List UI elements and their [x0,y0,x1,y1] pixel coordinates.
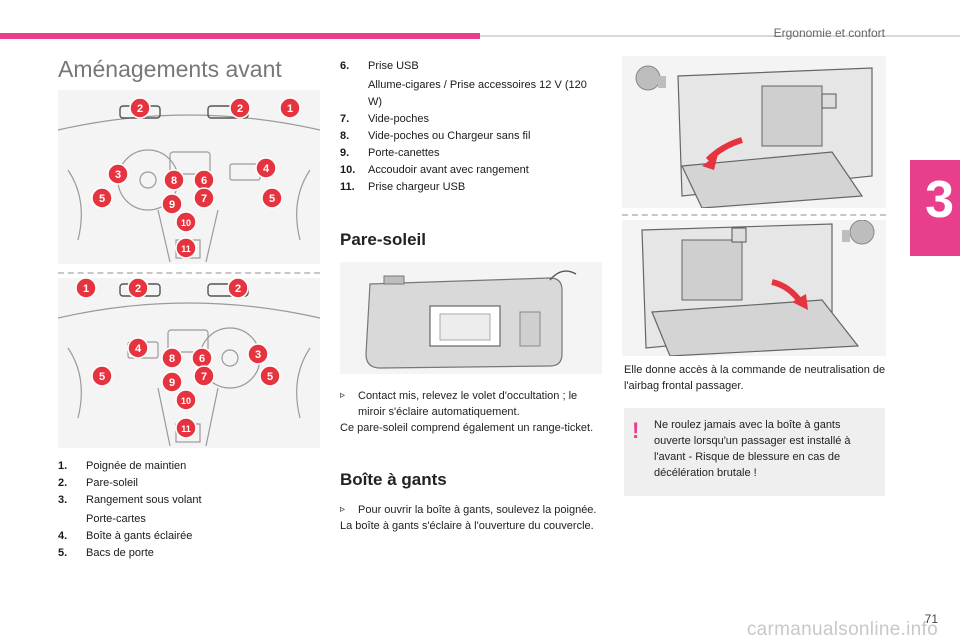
boite-gants-text: ▹Pour ouvrir la boîte à gants, soulevez … [340,502,602,534]
dashboard-lhd-figure: 2 2 1 3 4 5 5 8 6 7 9 10 11 [58,90,320,264]
header-accent-bar [0,33,480,39]
rhd-marker: 8 [161,347,183,369]
svg-text:1: 1 [83,283,89,295]
figure-separator [622,214,886,216]
lhd-marker: 11 [175,237,197,259]
svg-text:5: 5 [99,371,105,383]
page-title: Aménagements avant [58,56,282,82]
legend-item: 11.Prise chargeur USB [340,181,466,193]
rhd-marker: 6 [191,347,213,369]
boite-gants-bullet: ▹Pour ouvrir la boîte à gants, soulevez … [340,504,597,516]
header-rule [480,35,960,37]
svg-text:7: 7 [201,193,207,205]
glovebox-figure-1 [622,56,886,208]
svg-text:7: 7 [201,371,207,383]
rhd-marker: 2 [127,278,149,299]
legend-item: 5.Bacs de porte [58,547,154,559]
svg-text:2: 2 [237,103,243,115]
svg-text:6: 6 [201,175,207,187]
legend-item: 3.Rangement sous volant [58,494,202,506]
svg-text:2: 2 [235,283,241,295]
legend-item: 10.Accoudoir avant avec rangement [340,164,529,176]
svg-text:2: 2 [135,283,141,295]
lhd-marker: 7 [193,187,215,209]
watermark: carmanualsonline.info [746,619,938,640]
airbag-text: Elle donne accès à la commande de neutra… [624,364,886,392]
svg-text:1: 1 [287,103,293,115]
figure-separator [58,272,320,274]
svg-text:9: 9 [169,199,175,211]
svg-text:5: 5 [99,193,105,205]
svg-text:10: 10 [181,218,191,228]
legend-item: 6.Prise USB [340,60,419,72]
sun-visor-illustration [365,270,577,369]
svg-text:10: 10 [181,396,191,406]
lhd-marker: 2 [229,97,251,119]
lhd-marker: 6 [193,169,215,191]
rhd-marker: 4 [127,337,149,359]
legend-item: 8.Vide-poches ou Chargeur sans fil [340,130,531,142]
lhd-marker: 5 [261,187,283,209]
lhd-marker: 8 [163,169,185,191]
rhd-marker: 10 [175,389,197,411]
warning-icon: ! [632,418,640,443]
svg-text:6: 6 [199,353,205,365]
glovebox-lhd-illustration [635,65,873,208]
warning-box: ! Ne roulez jamais avec la boîte à gants… [624,408,885,496]
dashboard-rhd-figure: 1 2 2 4 8 6 3 5 7 5 9 10 11 [58,278,320,448]
sun-visor-figure [340,262,602,374]
rhd-marker: 2 [227,278,249,299]
section-title: Ergonomie et confort [773,26,885,40]
lhd-marker: 9 [161,193,183,215]
lhd-marker: 10 [175,211,197,233]
rhd-marker: 9 [161,371,183,393]
legend-item: 9.Porte-canettes [340,147,440,159]
legend-subitem: Allume-cigares / Prise accessoires 12 V … [368,79,587,108]
bullet-arrow-icon: ▹ [340,390,346,401]
rhd-marker: 5 [91,365,113,387]
svg-text:11: 11 [181,424,191,434]
rhd-markers: 1 2 2 4 8 6 3 5 7 5 9 10 11 [75,278,281,439]
glovebox-rhd-illustration [641,220,875,356]
lhd-marker: 4 [255,157,277,179]
legend-item: 7.Vide-poches [340,113,429,125]
chapter-number: 3 [925,171,954,229]
legend-item: 1.Poignée de maintien [58,460,187,472]
pare-soleil-bullet: ▹Contact mis, relevez le volet d'occulta… [340,390,578,418]
rhd-marker: 1 [75,278,97,299]
page-number: 71 [924,612,938,626]
legend-item: 2.Pare-soleil [58,477,138,489]
svg-text:3: 3 [115,169,121,181]
svg-text:8: 8 [171,175,177,187]
boite-gants-heading: Boîte à gants [340,470,447,489]
rhd-marker: 3 [247,343,269,365]
rhd-marker: 5 [259,365,281,387]
svg-text:5: 5 [269,193,275,205]
svg-text:4: 4 [135,343,142,355]
pare-soleil-heading: Pare-soleil [340,230,426,249]
svg-text:11: 11 [181,244,191,254]
svg-text:5: 5 [267,371,273,383]
glovebox-figure-2 [622,220,886,356]
svg-text:8: 8 [169,353,175,365]
legend-subitem: Porte-cartes [86,513,146,525]
bullet-arrow-icon: ▹ [340,504,346,515]
rhd-marker: 11 [175,417,197,439]
lhd-markers: 2 2 1 3 4 5 5 8 6 7 9 10 11 [91,97,301,259]
svg-text:9: 9 [169,377,175,389]
chapter-tab [910,160,960,256]
lhd-marker: 2 [129,97,151,119]
legend-right: 6.Prise USB Allume-cigares / Prise acces… [340,58,600,196]
svg-text:3: 3 [255,349,261,361]
legend-left: 1.Poignée de maintien 2.Pare-soleil 3.Ra… [58,458,318,562]
svg-text:2: 2 [137,103,143,115]
lhd-marker: 1 [279,97,301,119]
warning-text: Ne roulez jamais avec la boîte à gants o… [654,419,851,479]
svg-text:4: 4 [263,163,270,175]
legend-item: 4.Boîte à gants éclairée [58,530,193,542]
lhd-marker: 3 [107,163,129,185]
lhd-marker: 5 [91,187,113,209]
rhd-marker: 7 [193,365,215,387]
pare-soleil-text: ▹Contact mis, relevez le volet d'occulta… [340,388,602,436]
